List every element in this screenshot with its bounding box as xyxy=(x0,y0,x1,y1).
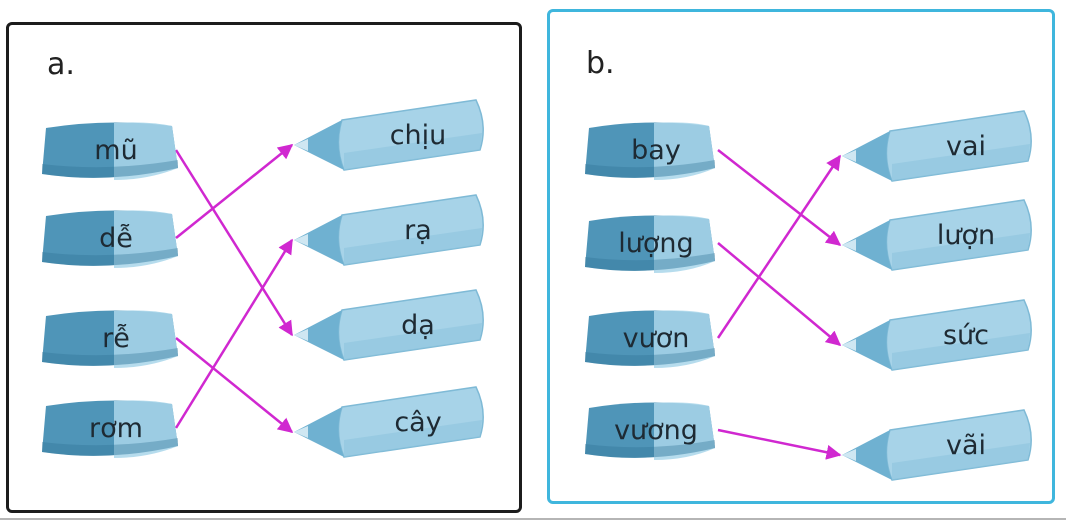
bottom-border xyxy=(0,518,1066,520)
panel-a-left-word-3: rễ xyxy=(42,310,178,368)
panel-b-right-word-1: vai xyxy=(842,110,1032,182)
match-arrow xyxy=(174,149,294,337)
word-label: mũ xyxy=(94,135,137,166)
pencil-cone xyxy=(294,215,344,265)
pencil-cone xyxy=(842,131,892,181)
eraser-highlight xyxy=(114,400,178,458)
eraser-highlight xyxy=(114,210,178,268)
eraser-shadow xyxy=(42,438,178,456)
panel-b: b. xyxy=(547,9,1055,504)
panel-b-label: b. xyxy=(586,46,615,81)
pencil-cone xyxy=(294,310,344,360)
pencil-stripe xyxy=(892,144,1030,181)
pencil-cone xyxy=(842,430,892,480)
eraser-highlight xyxy=(654,122,715,180)
pencil-cone xyxy=(294,407,344,457)
panel-b-left-word-2: lượng xyxy=(585,215,715,273)
panel-a-right-word-2: rạ xyxy=(294,194,484,266)
pencil-point xyxy=(842,339,856,351)
panel-b-left-word-1: bay xyxy=(585,122,715,180)
word-label: chịu xyxy=(390,120,447,151)
eraser-shadow xyxy=(42,248,178,266)
pencil-stripe xyxy=(344,323,482,360)
pencil-point xyxy=(294,329,308,341)
panel-b-right-word-4: vãi xyxy=(842,409,1032,481)
pencil-stripe xyxy=(892,443,1030,480)
eraser-highlight xyxy=(654,310,715,368)
panel-b-left-word-3: vươn xyxy=(585,310,715,368)
pencil-cone xyxy=(842,320,892,370)
panel-a-left-word-1: mũ xyxy=(42,122,178,180)
panel-a-label: a. xyxy=(47,47,75,82)
match-arrow xyxy=(717,149,842,246)
eraser-shadow xyxy=(585,253,715,271)
eraser-highlight xyxy=(114,310,178,368)
pencil-stripe xyxy=(344,228,482,265)
pencil-stripe xyxy=(344,420,482,457)
panel-b-right-word-2: lượn xyxy=(842,199,1032,271)
pencil-cone xyxy=(842,220,892,270)
panel-a: a. xyxy=(6,22,522,513)
eraser-shadow xyxy=(42,160,178,178)
pencil-cone xyxy=(294,120,344,170)
word-label: vai xyxy=(946,131,986,162)
word-label: lượn xyxy=(937,220,995,251)
word-label: cây xyxy=(394,407,441,438)
eraser-highlight xyxy=(114,122,178,180)
match-arrow xyxy=(717,428,842,460)
pencil-point xyxy=(842,449,856,461)
panel-b-left-word-4: vương xyxy=(585,402,715,460)
pencil-stripe xyxy=(344,133,482,170)
word-label: vươn xyxy=(623,323,690,354)
match-arrow xyxy=(175,337,294,433)
match-arrow xyxy=(174,238,294,429)
match-arrow xyxy=(175,144,294,239)
word-label: rơm xyxy=(89,413,143,444)
eraser-shadow xyxy=(585,160,715,178)
eraser-highlight xyxy=(654,215,715,273)
word-label: sức xyxy=(943,320,989,351)
panel-a-right-word-3: dạ xyxy=(294,289,484,361)
word-label: vương xyxy=(614,415,698,446)
word-label: lượng xyxy=(618,228,693,259)
word-label: dạ xyxy=(401,310,435,341)
word-label: bay xyxy=(631,135,681,166)
word-label: vãi xyxy=(946,430,986,461)
pencil-point xyxy=(842,239,856,251)
eraser-shadow xyxy=(585,348,715,366)
match-arrow xyxy=(717,242,842,346)
eraser-shadow xyxy=(42,348,178,366)
panel-a-left-word-4: rơm xyxy=(42,400,178,458)
pencil-stripe xyxy=(892,333,1030,370)
pencil-point xyxy=(294,234,308,246)
eraser-shadow xyxy=(585,440,715,458)
word-label: rễ xyxy=(102,323,130,354)
panel-a-right-word-1: chịu xyxy=(294,99,484,171)
panel-a-right-word-4: cây xyxy=(294,386,484,458)
pencil-point xyxy=(294,139,308,151)
eraser-highlight xyxy=(654,402,715,460)
panel-b-right-word-3: sức xyxy=(842,299,1032,371)
word-label: dễ xyxy=(99,223,133,254)
match-arrow xyxy=(716,154,842,339)
pencil-point xyxy=(842,150,856,162)
pencil-point xyxy=(294,426,308,438)
panel-a-left-word-2: dễ xyxy=(42,210,178,268)
word-label: rạ xyxy=(404,215,432,246)
pencil-stripe xyxy=(892,233,1030,270)
